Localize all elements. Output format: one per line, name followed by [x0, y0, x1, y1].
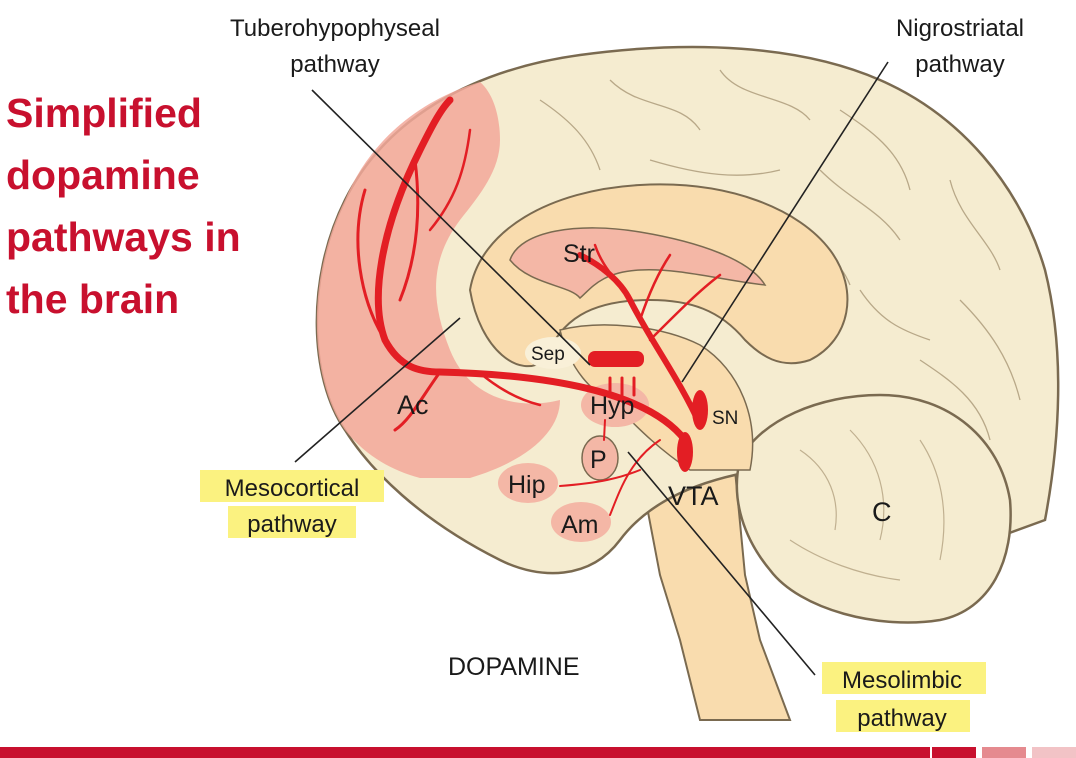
footer-bar — [0, 747, 930, 758]
pointer-lines — [294, 61, 889, 676]
mesocortical-trunk — [374, 96, 689, 444]
label-mesolimbic-line1: Mesolimbic — [842, 667, 962, 694]
label-mesocortical-line2: pathway — [247, 511, 336, 538]
footer-square-3 — [1032, 747, 1076, 758]
label-ac: Ac — [397, 390, 429, 420]
footer-square-1 — [932, 747, 976, 758]
title-line-1: Simplified — [6, 90, 202, 136]
title-line-4: the brain — [6, 276, 180, 322]
label-dopamine: DOPAMINE — [448, 653, 580, 681]
frontal-cortex-highlight — [316, 82, 560, 478]
label-c: C — [872, 497, 892, 527]
label-mesolimbic-line2: pathway — [857, 705, 946, 732]
tuberoinfundibular-bar — [588, 351, 644, 367]
cerebellum — [735, 393, 1012, 624]
highlight-mesolimbic-1 — [822, 662, 986, 694]
label-hyp: Hyp — [590, 392, 634, 420]
sn-cell-body — [692, 390, 708, 430]
label-vta: VTA — [668, 481, 719, 511]
cerebellum-folia — [789, 429, 945, 581]
amygdala — [551, 502, 611, 542]
label-tuberohypophyseal-line2: pathway — [290, 51, 379, 78]
striatum — [509, 227, 767, 300]
vta-cell-body — [677, 432, 693, 472]
pituitary — [581, 435, 619, 481]
highlight-mesolimbic-2 — [836, 700, 970, 732]
label-tuberohypophyseal-line1: Tuberohypophyseal — [230, 15, 440, 42]
label-mesocortical-line1: Mesocortical — [225, 475, 360, 502]
highlight-mesocortical-2 — [228, 506, 356, 538]
title-line-3: pathways in — [6, 214, 241, 260]
dopamine-pathways — [356, 96, 722, 516]
label-str: Str — [563, 240, 595, 268]
footer-square-2 — [982, 747, 1026, 758]
title-line-2: dopamine — [6, 152, 200, 198]
septum — [525, 337, 581, 369]
label-p: P — [590, 446, 607, 474]
label-nigrostriatal-line1: Nigrostriatal — [896, 15, 1024, 42]
label-am: Am — [561, 511, 599, 539]
label-hip: Hip — [508, 471, 546, 499]
label-nigrostriatal-line2: pathway — [915, 51, 1004, 78]
highlight-mesocortical-1 — [200, 470, 384, 502]
hippocampus — [498, 463, 558, 503]
slide-title: Simplified dopamine pathways in the brai… — [6, 82, 306, 330]
label-sn: SN — [712, 408, 738, 429]
label-sep: Sep — [531, 344, 565, 365]
nigrostriatal-trunk — [577, 252, 703, 428]
